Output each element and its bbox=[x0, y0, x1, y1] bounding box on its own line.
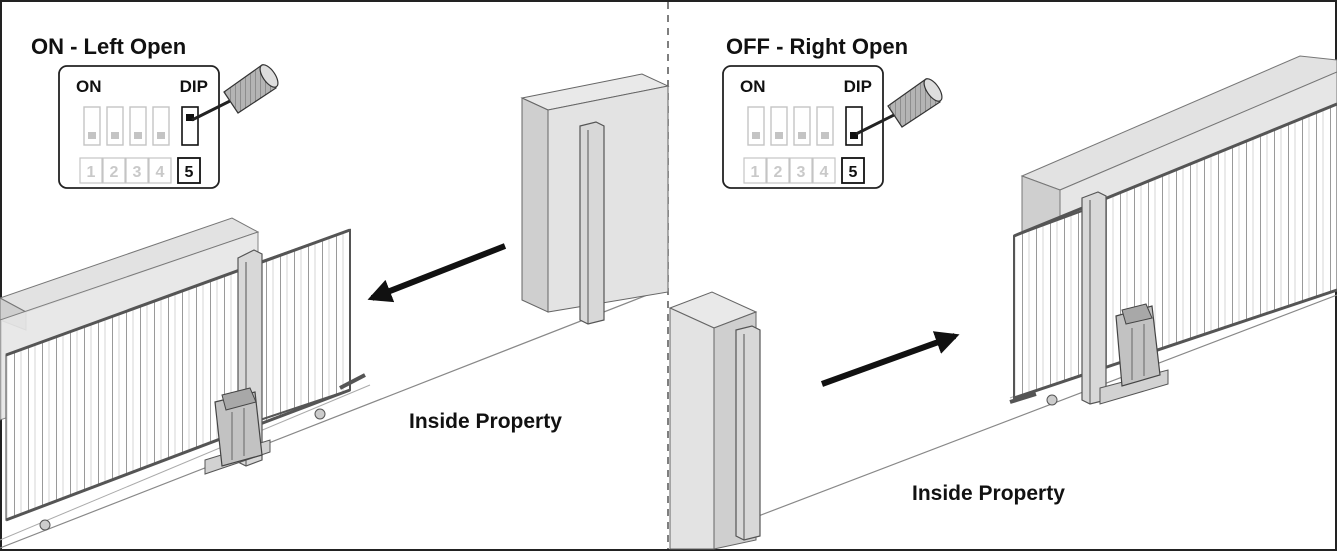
dip-number-5: 5 bbox=[849, 164, 858, 181]
dip-number-4: 4 bbox=[156, 164, 165, 181]
gate-pillar bbox=[668, 291, 761, 550]
dip-label: DIP bbox=[844, 77, 872, 96]
panel-left: 1 2 3 4 5 ON DIP ON - Left Open Inside P… bbox=[0, 34, 670, 549]
dip-on-label: ON bbox=[740, 77, 766, 96]
dip-label: DIP bbox=[180, 77, 208, 96]
dip-number-2: 2 bbox=[110, 164, 119, 181]
dip-number-1: 1 bbox=[87, 164, 96, 181]
dip-number-3: 3 bbox=[133, 164, 142, 181]
inside-property-label-left: Inside Property bbox=[409, 410, 562, 433]
inside-property-label-right: Inside Property bbox=[912, 482, 1065, 505]
dip-switch-5-on bbox=[181, 106, 199, 146]
direction-arrow-right bbox=[820, 331, 960, 387]
panel-right: 1 2 3 4 5 ON DIP OFF - Right Open Inside… bbox=[668, 34, 1337, 550]
gate-motor bbox=[1099, 303, 1169, 405]
direction-arrow-left bbox=[367, 243, 507, 303]
dip-switch-5-off bbox=[845, 106, 863, 146]
gate-pillar bbox=[520, 73, 670, 325]
dip-number-5: 5 bbox=[185, 164, 194, 181]
dip-number-2: 2 bbox=[774, 164, 783, 181]
dip-on-label: ON bbox=[76, 77, 102, 96]
dip-number-4: 4 bbox=[820, 164, 829, 181]
gate-motor bbox=[204, 387, 271, 475]
screwdriver-icon bbox=[855, 78, 943, 136]
panel-title-right: OFF - Right Open bbox=[726, 34, 908, 59]
screwdriver-icon bbox=[191, 64, 279, 122]
dip-switch-box-left: 1 2 3 4 5 ON DIP bbox=[58, 65, 220, 189]
panel-title-left: ON - Left Open bbox=[31, 34, 186, 59]
dip-number-3: 3 bbox=[797, 164, 806, 181]
dip-number-1: 1 bbox=[751, 164, 760, 181]
dip-switch-box-right: 1 2 3 4 5 ON DIP bbox=[722, 65, 884, 189]
